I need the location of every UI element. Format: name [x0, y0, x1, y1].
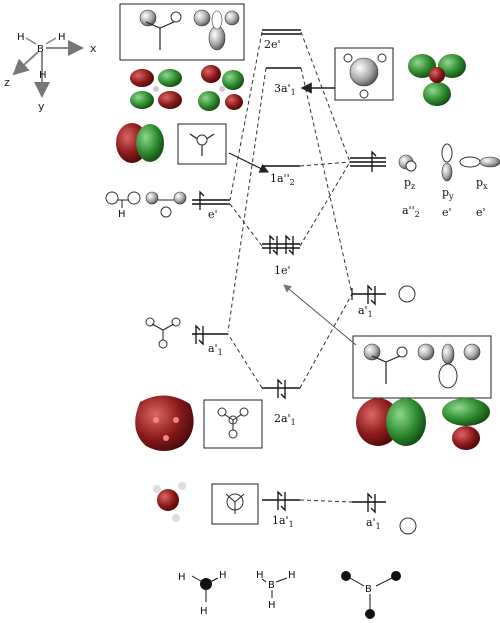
mo-label-2e: 2e'	[264, 38, 281, 51]
h-salc-h-label: H	[118, 209, 126, 220]
orbital-3d-2a1	[135, 395, 194, 451]
mo-label-1a2pp: 1a''2	[270, 172, 295, 187]
box-1e-prime-salc	[352, 335, 492, 399]
orbital-3d-1e-1	[356, 398, 426, 446]
h-level-e: e'	[192, 190, 230, 221]
mo-level-2a1: 2a'1	[262, 378, 300, 427]
orbital-3d-1e-2	[442, 398, 490, 450]
b-label-py: py	[442, 186, 454, 201]
salc-sketch-1	[139, 9, 182, 50]
h-label-a1: a'1	[208, 342, 223, 357]
mol2-h3: H	[268, 600, 276, 611]
mo-level-1a2pp: 1a''2	[262, 165, 300, 187]
molecule-bh3-sketch-2: B H H H	[256, 570, 296, 611]
correlation-lines	[227, 31, 353, 503]
b-sym-1s: a'1	[366, 516, 381, 531]
box-1a1-salc	[211, 483, 259, 525]
axis-h-label-1: H	[17, 32, 25, 43]
orbital-3d-e-prime-1	[130, 69, 182, 109]
mol3-b: B	[365, 584, 372, 595]
salc-sketch-2	[193, 9, 240, 51]
b-level-1s	[352, 492, 386, 514]
orbital-3d-1a1	[153, 482, 186, 522]
mo-label-1e: 1e'	[274, 264, 291, 277]
molecule-bh3-sketch-1: H H H	[178, 570, 227, 617]
mol2-h2: H	[288, 570, 296, 581]
axis-h-label-3: H	[39, 70, 47, 81]
axis-b-label: B	[37, 44, 44, 55]
b-level-p	[350, 150, 386, 172]
boron-2s-orbital	[398, 285, 416, 303]
arrow-to-1a2pp	[228, 152, 270, 173]
salc-sketch-1e-2	[417, 343, 481, 389]
b-level-2s	[351, 284, 386, 306]
box-3a1-salc	[334, 47, 394, 101]
axis-y-label: y	[38, 100, 45, 113]
mo-label-1a1: 1a'1	[272, 514, 294, 529]
salc-sketch-1e-1	[363, 343, 408, 384]
axis-z-label: z	[4, 76, 10, 89]
mol1-h2: H	[219, 570, 227, 581]
mo-level-1e: 1e'	[262, 234, 300, 277]
box-a2pp-salc	[177, 123, 227, 165]
b-label-pz: pz	[404, 176, 415, 191]
salc-sketch-2a1	[217, 407, 249, 439]
mo-label-3a1: 3a'1	[274, 82, 296, 97]
mo-level-3a1: 3a'1	[266, 67, 301, 97]
boron-p-orbitals	[398, 143, 500, 182]
salc-sketch-1a1	[225, 493, 245, 514]
salc-sketch-a2pp	[189, 133, 215, 156]
h-salc-e-prime-sketches: H	[105, 191, 187, 220]
molecule-bh3-sketch-3: B	[341, 571, 401, 619]
axis-x-label: x	[90, 42, 97, 55]
mol2-b: B	[268, 580, 275, 591]
h-salc-a1-sketch	[145, 317, 181, 349]
arrow-to-1e	[283, 284, 357, 346]
mol1-h3: H	[200, 606, 208, 617]
orbital-3d-a2pp	[116, 123, 164, 163]
axis-h-label-2: H	[58, 32, 66, 43]
mo-level-1a1: 1a'1	[262, 490, 300, 529]
orbital-3d-3a1	[408, 54, 466, 106]
orbital-3d-e-prime-2	[198, 65, 244, 111]
b-sym-a2pp: a''2	[402, 204, 420, 219]
h-level-a1: a'1	[192, 324, 228, 357]
b-sym-e2: e'	[476, 206, 486, 219]
box-2a1-salc	[203, 399, 263, 449]
b-sym-e1: e'	[442, 206, 452, 219]
mol2-h1: H	[256, 570, 264, 581]
mol1-h1: H	[178, 572, 186, 583]
mo-label-2a1: 2a'1	[274, 412, 296, 427]
box-e-prime-salc	[119, 3, 245, 61]
salc-sketch-3a1	[343, 53, 387, 99]
h-label-e: e'	[208, 208, 218, 221]
b-label-px: px	[476, 176, 488, 191]
boron-1s-orbital	[399, 517, 417, 535]
b-sym-2s: a'1	[358, 304, 373, 319]
coordinate-axes: B H H H x y z	[4, 32, 97, 113]
mo-level-2e: 2e'	[262, 29, 301, 51]
